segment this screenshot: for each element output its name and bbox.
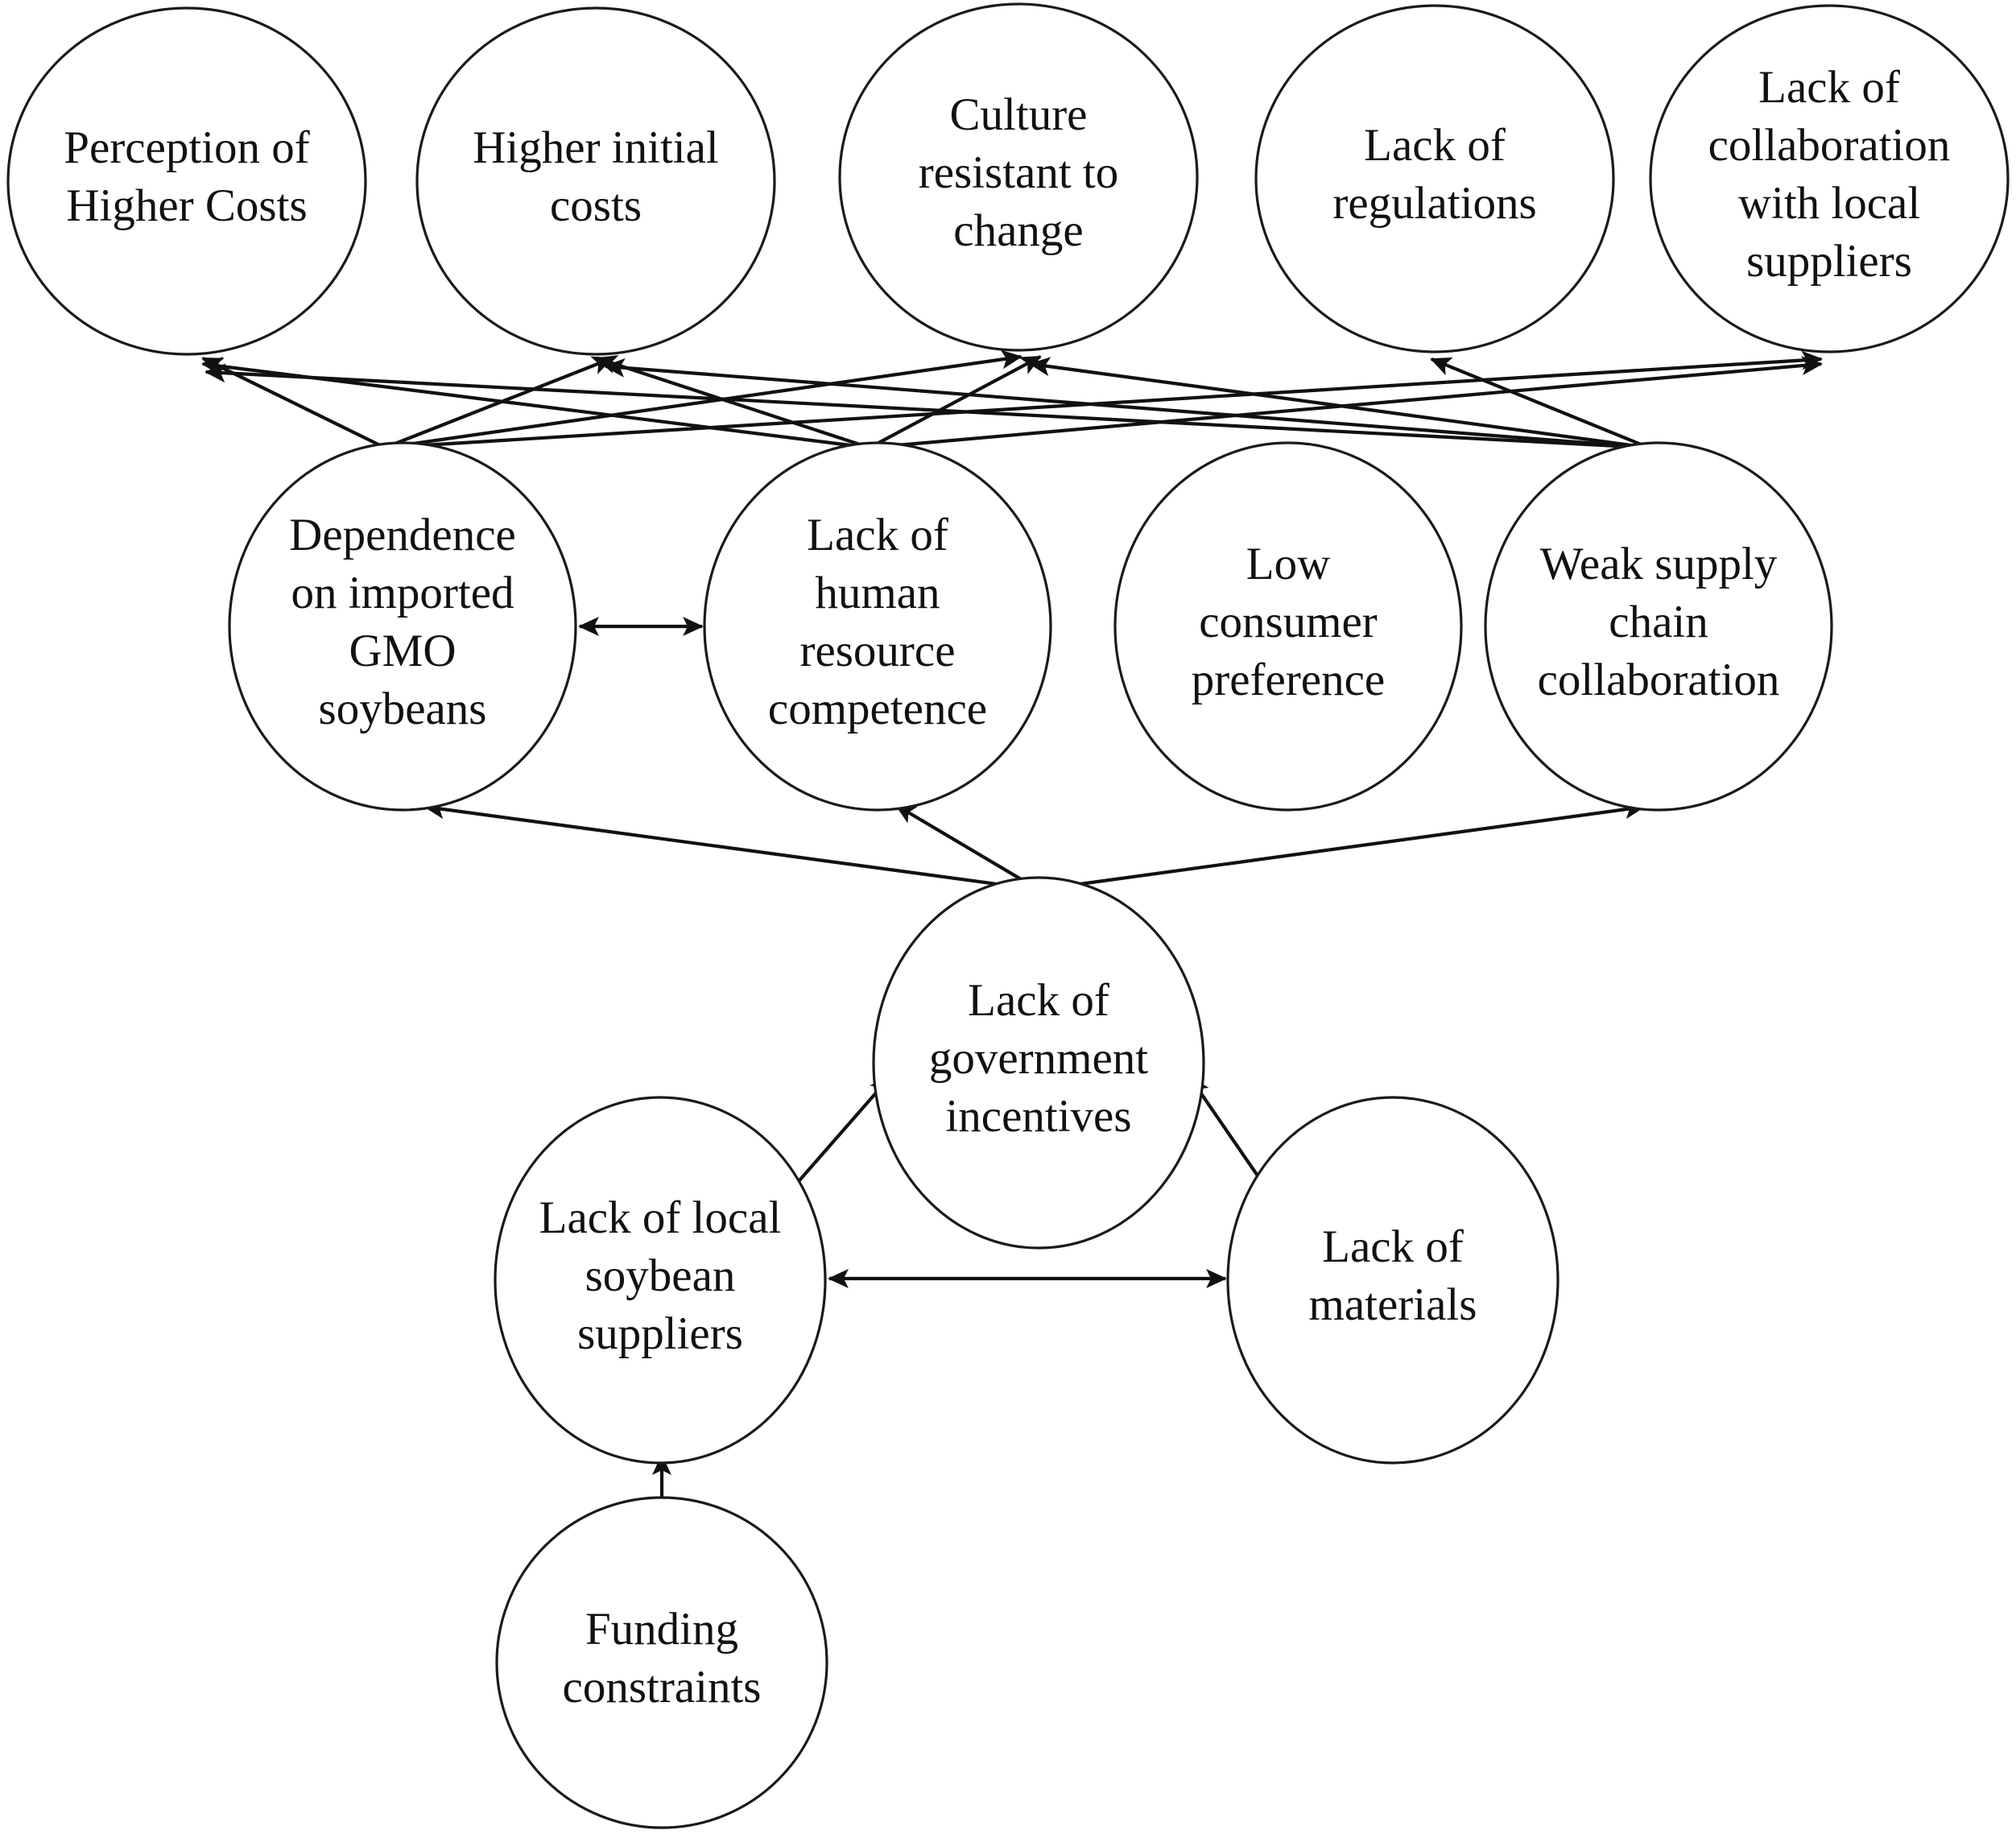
node-shape-perception_higher_costs[interactable] bbox=[6, 6, 367, 356]
edge-dependence_gmo_soybeans-to-higher_initial_costs bbox=[384, 356, 613, 449]
node-shape-lack_collaboration_local_suppliers[interactable] bbox=[1649, 4, 2010, 353]
edge-lack_human_resource_competence-to-higher_initial_costs bbox=[596, 355, 870, 449]
edge-layer bbox=[200, 349, 1824, 1499]
edge-weak_supply_chain_collaboration-to-lack_of_regulations bbox=[1430, 357, 1650, 449]
node-shape-low_consumer_preference[interactable] bbox=[1113, 441, 1463, 812]
edge-lack_human_resource_competence-to-culture_resistant bbox=[869, 355, 1042, 449]
node-shape-higher_initial_costs[interactable] bbox=[415, 6, 776, 356]
node-shape-weak_supply_chain_collaboration[interactable] bbox=[1484, 441, 1833, 812]
node-shape-lack_human_resource_competence[interactable] bbox=[703, 441, 1052, 812]
node-shape-lack_government_incentives[interactable] bbox=[872, 876, 1205, 1250]
edge-lack_government_incentives-to-weak_supply_chain_collaboration bbox=[1038, 800, 1646, 892]
node-shape-lack_local_soybean_suppliers[interactable] bbox=[494, 1096, 827, 1465]
edge-dependence_gmo_soybeans-to-culture_resistant bbox=[384, 349, 1023, 450]
edge-dependence_gmo_soybeans-to-lack_collaboration_local_suppliers bbox=[384, 350, 1824, 450]
edge-lack_government_incentives-to-lack_human_resource_competence bbox=[894, 804, 1040, 891]
node-shape-culture_resistant[interactable] bbox=[838, 2, 1199, 352]
edge-weak_supply_chain_collaboration-to-higher_initial_costs bbox=[603, 357, 1650, 450]
node-shape-lack_of_materials[interactable] bbox=[1226, 1096, 1560, 1465]
node-shape-dependence_gmo_soybeans[interactable] bbox=[228, 441, 577, 812]
node-shape-funding_constraints[interactable] bbox=[495, 1496, 828, 1829]
edge-lack_government_incentives-to-dependence_gmo_soybeans bbox=[423, 800, 1039, 892]
edge-weak_supply_chain_collaboration-to-perception_higher_costs bbox=[204, 363, 1650, 450]
node-shape-lack_of_regulations[interactable] bbox=[1254, 4, 1615, 353]
edge-weak_supply_chain_collaboration-to-culture_resistant bbox=[1028, 357, 1650, 450]
